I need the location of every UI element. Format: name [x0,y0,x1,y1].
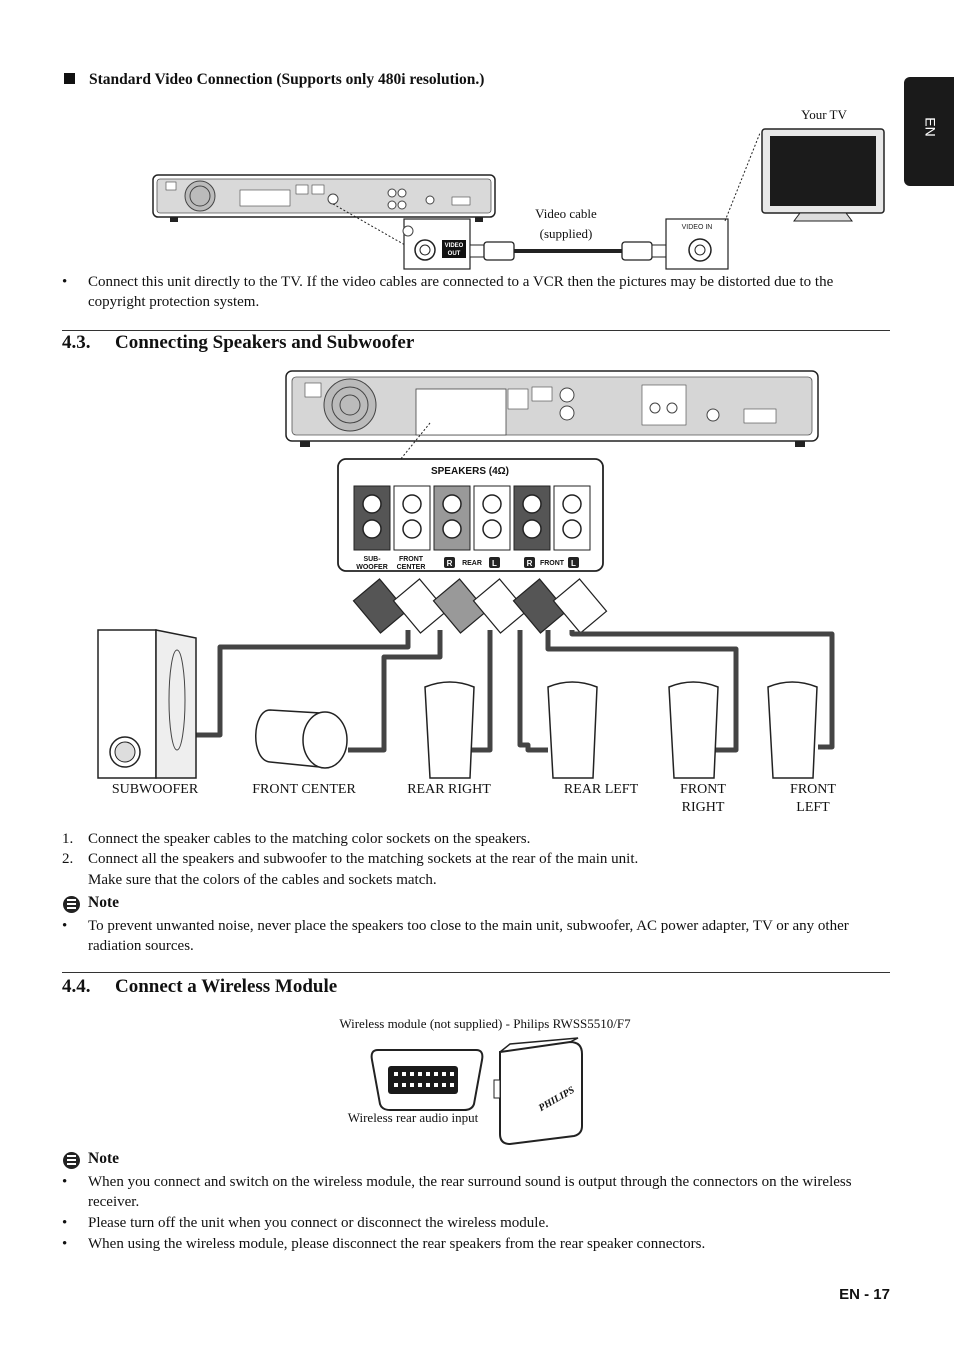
label-rear-left: REAR LEFT [563,782,639,797]
terminal-label-front-1: FRONT [399,556,424,563]
terminal-label-front-2: CENTER [397,564,426,571]
section-divider [62,330,890,331]
terminal-label-r1: R [447,559,453,568]
note-bullet: •To prevent unwanted noise, never place … [62,918,849,954]
your-tv-caption: Your TV [801,107,847,122]
wireless-note-2: •Please turn off the unit when you conne… [62,1215,549,1231]
video-out-label-2: OUT [448,251,461,257]
terminal-label-rear: REAR [462,560,482,567]
label-front-left-2: LEFT [796,800,830,815]
section-title: Connect a Wireless Module [115,976,338,997]
terminal-label-r2: R [527,559,533,568]
page-number: EN - 17 [839,1286,890,1303]
speaker-plugs [352,578,608,634]
speaker-terminals [353,485,591,551]
terminal-label-l1: L [492,559,497,568]
video-connection-diagram: VIDEO OUT VIDEO IN [152,128,885,270]
note-icon [63,1152,80,1169]
video-connection-heading: Standard Video Connection (Supports only… [64,71,484,89]
video-cable-caption-1: Video cable [535,206,597,221]
satellite-speakers [424,681,818,779]
step-2: 2.Connect all the speakers and subwoofer… [62,851,639,867]
label-subwoofer: SUBWOOFER [111,782,199,797]
note-heading: Note [88,1150,119,1167]
label-rear-right: REAR RIGHT [407,782,491,797]
wireless-input-caption: Wireless rear audio input [347,1110,479,1125]
terminal-label-front: FRONT [540,560,565,567]
label-front-left-1: FRONT [790,782,836,797]
video-out-label-1: VIDEO [445,243,464,249]
step-1: 1.Connect the speaker cables to the matc… [62,831,531,847]
label-front-right-2: RIGHT [681,800,725,815]
language-tab: EN [904,77,954,186]
note-icon [63,896,80,913]
wireless-module-diagram: PHILIPS [370,1037,583,1146]
front-center-image [255,709,348,769]
section-number: 4.3. [62,332,91,353]
video-bullet: • Connect this unit directly to the TV. … [62,274,834,310]
label-front-right-1: FRONT [680,782,726,797]
terminal-label-l2: L [571,559,576,568]
note-heading: Note [88,894,119,911]
subwoofer-image [97,629,197,779]
wireless-section-heading: 4.4. Connect a Wireless Module [62,976,662,1002]
wireless-note-1: •When you connect and switch on the wire… [62,1174,852,1210]
video-in-label: VIDEO IN [682,224,713,231]
section-number: 4.4. [62,976,91,997]
speakers-diagram: SPEAKERS (4Ω) SUB- WOOFER FRONT CENTER R… [97,370,835,779]
section-title: Connecting Speakers and Subwoofer [115,332,415,353]
speakers-panel-title: SPEAKERS (4Ω) [431,466,509,477]
speakers-section-heading: 4.3. Connecting Speakers and Subwoofer [62,332,662,358]
step-2-continued: Make sure that the colors of the cables … [88,872,437,888]
section-divider [62,972,890,973]
wireless-note-3: •When using the wireless module, please … [62,1236,706,1252]
label-front-center: FRONT CENTER [252,782,356,797]
video-cable-caption-2: (supplied) [539,226,593,241]
wireless-module-caption: Wireless module (not supplied) - Philips… [339,1016,631,1031]
terminal-label-sub-2: WOOFER [356,564,388,571]
terminal-label-sub-1: SUB- [363,556,381,563]
square-bullet-icon [64,73,75,84]
